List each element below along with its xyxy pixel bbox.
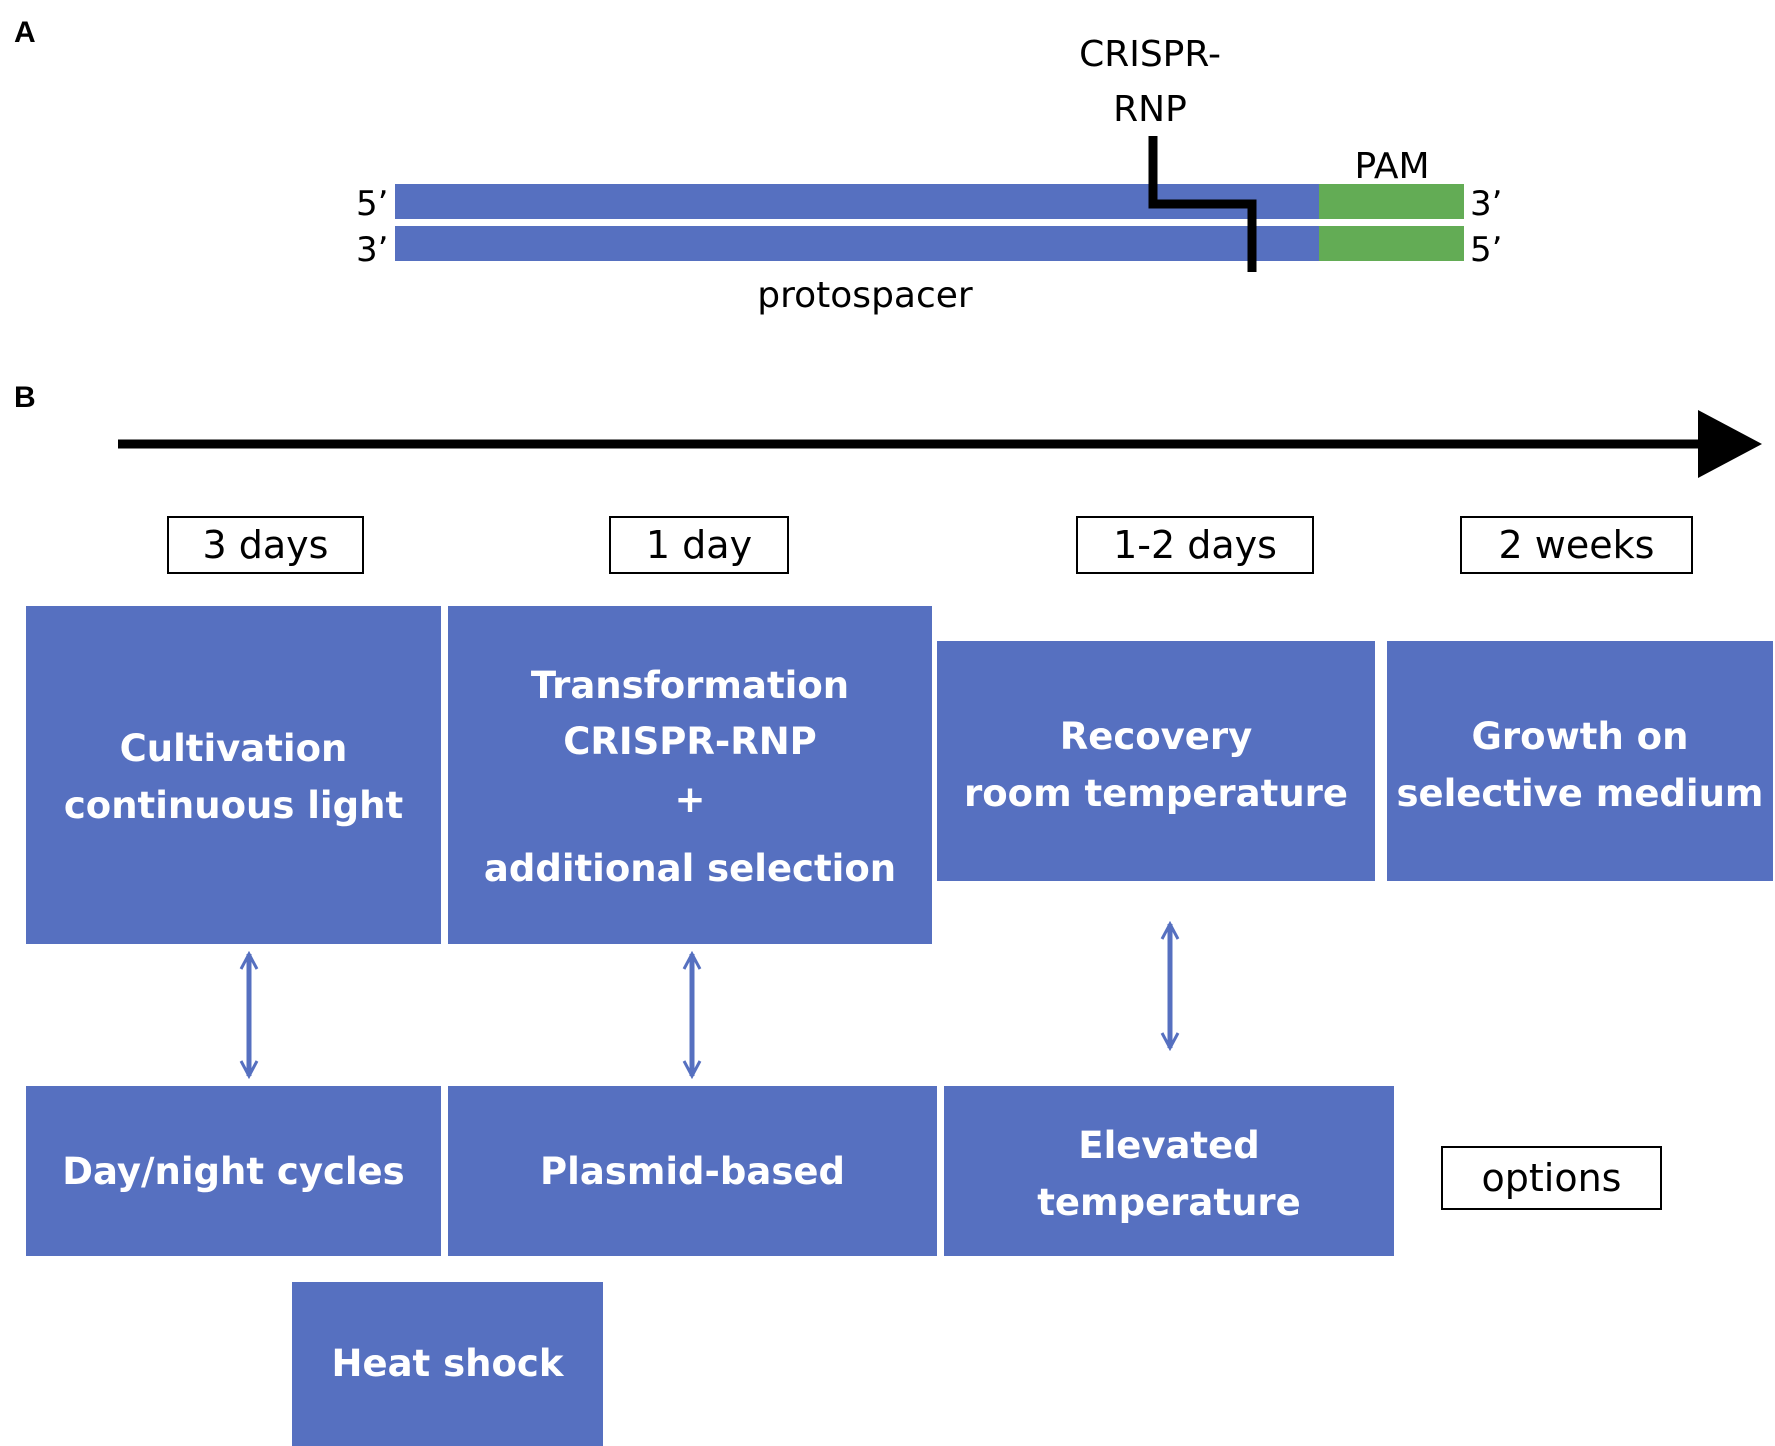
crispr-rnp-label-line2: RNP — [1113, 89, 1187, 130]
panel-a-letter: A — [14, 16, 36, 49]
bottom-strand-pam — [1319, 226, 1464, 261]
duration-box-4: 2 weeks — [1460, 516, 1693, 574]
step-recovery-line1: Recovery — [1060, 715, 1253, 758]
crispr-rnp-label-line1: CRISPR- — [1079, 34, 1221, 75]
step-box-cultivation: Cultivation continuous light — [26, 606, 441, 944]
alt-day-night-line1: Day/night cycles — [62, 1150, 404, 1193]
duration-box-2: 1 day — [609, 516, 789, 574]
duration-label-2: 1 day — [646, 523, 752, 567]
alt-box-day-night: Day/night cycles — [26, 1086, 441, 1256]
duration-label-3: 1-2 days — [1113, 523, 1277, 567]
step-cultivation-line1: Cultivation — [120, 727, 348, 770]
step-growth-line2: selective medium — [1396, 772, 1763, 815]
bottom-strand-3-prime: 3’ — [356, 230, 388, 270]
step-recovery-line2: room temperature — [964, 772, 1348, 815]
cut-site-line — [1148, 136, 1257, 272]
alt-box-heat-shock: Heat shock — [292, 1282, 603, 1446]
duration-box-1: 3 days — [167, 516, 364, 574]
alt-box-plasmid: Plasmid-based — [448, 1086, 937, 1256]
step-box-transformation: Transformation CRISPR-RNP + additional s… — [448, 606, 932, 944]
duration-label-1: 3 days — [203, 523, 329, 567]
top-strand-5-prime: 5’ — [356, 184, 388, 224]
alt-elevated-line2: temperature — [1037, 1181, 1301, 1224]
options-box: options — [1441, 1146, 1662, 1210]
options-label: options — [1482, 1156, 1622, 1200]
step-growth-line1: Growth on — [1472, 715, 1689, 758]
alt-box-elevated: Elevated temperature — [944, 1086, 1394, 1256]
step-transformation-line4: additional selection — [484, 847, 896, 890]
panel-b-letter: B — [14, 381, 36, 414]
dna-diagram — [395, 136, 1464, 272]
top-strand-pam — [1319, 184, 1464, 219]
alt-heat-shock-line1: Heat shock — [332, 1342, 565, 1385]
step-cultivation-line2: continuous light — [64, 784, 403, 827]
step-box-recovery: Recovery room temperature — [937, 641, 1375, 881]
duration-label-4: 2 weeks — [1499, 523, 1655, 567]
top-strand-3-prime: 3’ — [1470, 184, 1502, 224]
step-transformation-line2: CRISPR-RNP — [563, 720, 817, 763]
step-transformation-line3: + — [674, 778, 705, 821]
timeline-arrow — [118, 410, 1762, 478]
alt-plasmid-line1: Plasmid-based — [540, 1150, 845, 1193]
step-box-growth: Growth on selective medium — [1387, 641, 1773, 881]
bottom-strand-5-prime: 5’ — [1470, 230, 1502, 270]
bottom-strand-protospacer — [395, 226, 1319, 261]
protospacer-label: protospacer — [757, 275, 973, 316]
alt-elevated-line1: Elevated — [1078, 1124, 1259, 1167]
pam-label: PAM — [1354, 146, 1429, 187]
duration-box-3: 1-2 days — [1076, 516, 1314, 574]
step-transformation-line1: Transformation — [531, 664, 849, 707]
